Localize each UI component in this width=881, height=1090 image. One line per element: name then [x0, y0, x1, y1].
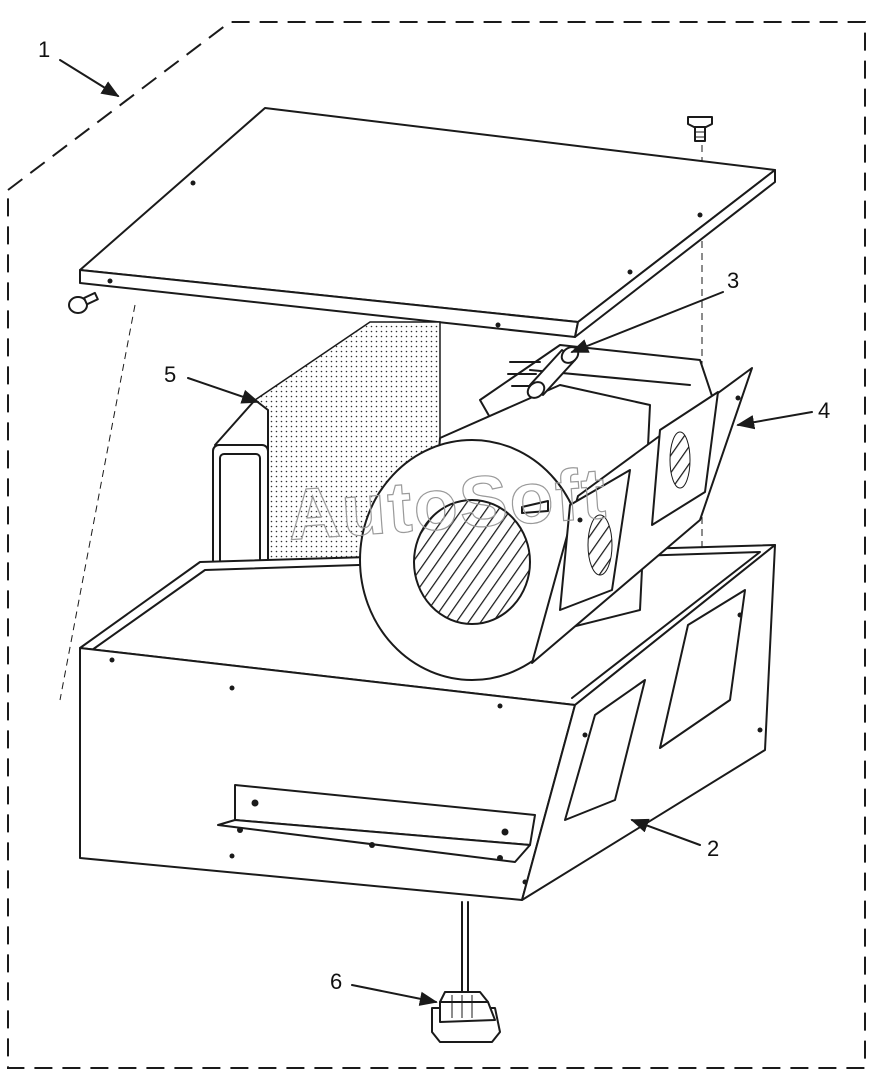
callout-4-label: 4 [818, 398, 830, 423]
side-screw [68, 291, 99, 314]
callout-5-label: 5 [164, 362, 176, 387]
assembly-boundary [7, 21, 866, 1069]
callout-1-label: 1 [38, 37, 50, 62]
cover-screw [687, 116, 713, 142]
callout-2-label: 2 [707, 836, 719, 861]
resistor [507, 346, 580, 399]
top-cover [79, 107, 776, 338]
connector [431, 901, 501, 1043]
leader-lines [59, 59, 813, 1006]
callout-3-label: 3 [727, 268, 739, 293]
callout-6-label: 6 [330, 969, 342, 994]
